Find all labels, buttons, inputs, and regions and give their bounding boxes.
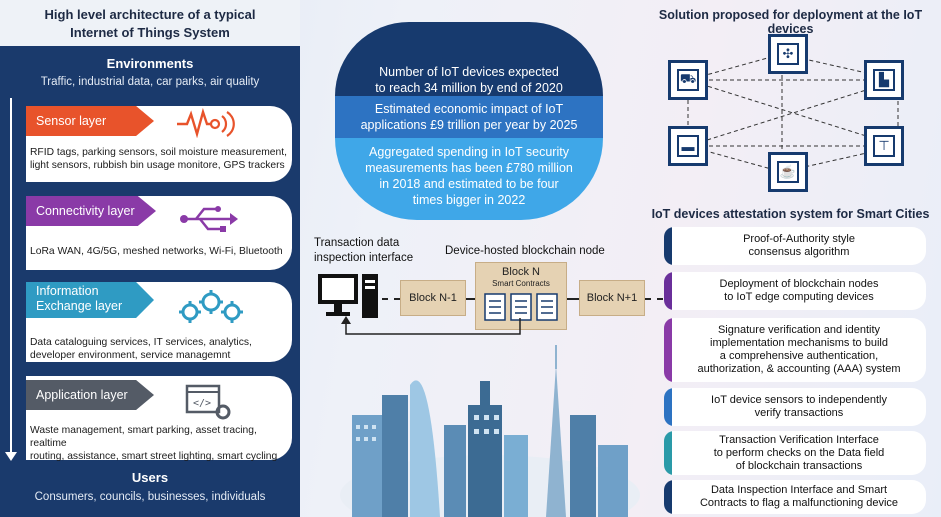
sensor-layer-desc: RFID tags, parking sensors, soil moistur… bbox=[30, 146, 292, 172]
information-exchange-label-line1: Information bbox=[36, 284, 99, 298]
attestation-aaa-line4: authorization, & accounting (AAA) system bbox=[697, 363, 901, 375]
connectivity-layer-desc-line1: LoRa WAN, 4G/5G, meshed networks, Wi-Fi,… bbox=[30, 246, 283, 257]
architecture-title-line1: High level architecture of a typical bbox=[44, 7, 256, 22]
architecture-title-line2: Internet of Things System bbox=[70, 25, 230, 40]
attestation-aaa-line2: implementation mechanisms to build bbox=[710, 337, 888, 349]
attestation-aaa-line3: a comprehensive authentication, bbox=[719, 350, 879, 362]
attestation-poa-line1: Proof-of-Authority style bbox=[743, 233, 855, 245]
stat-security-line4: times bigger in 2022 bbox=[412, 193, 526, 207]
water-tap-icon: ⊤ bbox=[873, 135, 895, 157]
environments-desc: Traffic, industrial data, car parks, air… bbox=[40, 76, 260, 88]
application-layer-desc-line2: routing, assistance, smart street lighti… bbox=[30, 451, 278, 462]
link-dash bbox=[567, 298, 579, 300]
application-layer-label: Application layer bbox=[26, 380, 154, 410]
stat-iot-devices-line1: Number of IoT devices expected bbox=[379, 65, 559, 79]
app-code-icon: </> bbox=[185, 384, 233, 425]
application-layer-desc: Waste management, smart parking, asset t… bbox=[30, 424, 292, 463]
block-n-plus-1: Block N+1 bbox=[579, 280, 645, 316]
link-dash bbox=[466, 298, 475, 300]
stat-iot-devices: Number of IoT devices expected to reach … bbox=[335, 22, 603, 96]
stat-iot-devices-line2: to reach 34 million by end of 2020 bbox=[375, 81, 563, 95]
attestation-inspection-line2: Contracts to flag a malfunctioning devic… bbox=[699, 497, 899, 509]
information-exchange-desc-line1: Data cataloguing services, IT services, … bbox=[30, 337, 252, 348]
attestation-item-aaa: Signature verification and identity impl… bbox=[672, 318, 926, 382]
computer-monitor-icon bbox=[316, 272, 382, 329]
attestation-tx-line1: Transaction Verification Interface bbox=[719, 433, 879, 446]
architecture-title: High level architecture of a typical Int… bbox=[0, 0, 300, 46]
iot-device-coffee-machine: ☕ bbox=[768, 152, 808, 192]
block-n-title: Block N bbox=[502, 266, 540, 278]
block-n-minus-1: Block N-1 bbox=[400, 280, 466, 316]
attestation-tx-line3: of blockchain transactions bbox=[735, 459, 863, 472]
attestation-tx-line2: to perform checks on the Data field bbox=[713, 446, 885, 459]
city-skyline-illustration bbox=[340, 345, 640, 517]
stat-security-line1: Aggregated spending in IoT security bbox=[369, 145, 569, 159]
iot-device-water-tap: ⊤ bbox=[864, 126, 904, 166]
blockchain-node-label: Device-hosted blockchain node bbox=[445, 245, 605, 257]
return-arrow bbox=[340, 316, 530, 345]
attestation-sensors-line1: IoT device sensors to independently bbox=[711, 394, 887, 406]
information-exchange-layer-desc: Data cataloguing services, IT services, … bbox=[30, 336, 292, 362]
iot-device-windmill: ✣ bbox=[768, 34, 808, 74]
transaction-interface-label-line1: Transaction data bbox=[314, 237, 400, 249]
smart-contract-icons bbox=[484, 292, 560, 329]
environments-title: Environments bbox=[106, 56, 194, 71]
transaction-interface-label-line2: inspection interface bbox=[314, 252, 414, 264]
connectivity-layer-label: Connectivity layer bbox=[26, 196, 156, 226]
stat-security-line2: measurements has been £780 million bbox=[365, 161, 573, 175]
users-title: Users bbox=[131, 470, 169, 485]
information-exchange-desc-line2: developer environment, service managemnt bbox=[30, 350, 231, 361]
stat-economic-impact-line1: Estimated economic impact of IoT bbox=[374, 102, 564, 116]
attestation-sensors-line2: verify transactions bbox=[754, 407, 844, 419]
stat-economic-impact-line2: applications £9 trillion per year by 202… bbox=[360, 118, 578, 132]
link-dash bbox=[382, 298, 400, 300]
connectivity-layer-desc: LoRa WAN, 4G/5G, meshed networks, Wi-Fi,… bbox=[30, 245, 292, 258]
svg-text:</>: </> bbox=[193, 398, 211, 409]
attestation-nodes-line1: Deployment of blockchain nodes bbox=[719, 278, 879, 290]
flow-arrow-line bbox=[10, 98, 12, 456]
sensor-layer-desc-line2: light sensors, rubbish bin usage monitor… bbox=[30, 160, 285, 171]
solution-title: Solution proposed for deployment at the … bbox=[658, 8, 923, 36]
sensor-layer-label: Sensor layer bbox=[26, 106, 154, 136]
attestation-inspection-line1: Data Inspection Interface and Smart bbox=[710, 484, 888, 496]
block-n-subtitle: Smart Contracts bbox=[492, 279, 550, 288]
flow-arrow-head-icon bbox=[5, 452, 17, 461]
information-exchange-label-line2: Exchange layer bbox=[36, 299, 123, 313]
iot-device-car: ▬ bbox=[668, 126, 708, 166]
application-layer-desc-line1: Waste management, smart parking, asset t… bbox=[30, 425, 257, 449]
users-desc: Consumers, councils, businesses, individ… bbox=[34, 491, 266, 503]
coffee-machine-icon: ☕ bbox=[777, 161, 799, 183]
transaction-interface-label: Transaction data inspection interface bbox=[314, 236, 424, 266]
gears-icon bbox=[178, 290, 244, 331]
information-exchange-layer-label: Information Exchange layer bbox=[26, 282, 154, 318]
usb-icon bbox=[178, 204, 238, 239]
sensor-signal-icon bbox=[175, 107, 235, 143]
iot-device-shopping-cart: ⛟ bbox=[668, 60, 708, 100]
shopping-cart-icon: ⛟ bbox=[677, 69, 699, 91]
attestation-aaa-line1: Signature verification and identity bbox=[717, 324, 881, 336]
attestation-title: IoT devices attestation system for Smart… bbox=[651, 207, 930, 221]
stat-security-line3: in 2018 and estimated to be four bbox=[379, 177, 559, 191]
factory-icon: ▙ bbox=[873, 69, 895, 91]
car-icon: ▬ bbox=[677, 135, 699, 157]
attestation-item-tx-verification: Transaction Verification Interface to pe… bbox=[672, 431, 926, 475]
windmill-icon: ✣ bbox=[777, 43, 799, 65]
sensor-layer-desc-line1: RFID tags, parking sensors, soil moistur… bbox=[30, 147, 287, 158]
attestation-nodes-line2: to IoT edge computing devices bbox=[724, 291, 874, 303]
stat-economic-impact: Estimated economic impact of IoT applica… bbox=[335, 96, 603, 138]
link-dash bbox=[645, 298, 663, 300]
stat-security-spending: Aggregated spending in IoT security meas… bbox=[335, 138, 603, 220]
iot-device-factory: ▙ bbox=[864, 60, 904, 100]
attestation-poa-line2: consensus algorithm bbox=[748, 246, 850, 258]
